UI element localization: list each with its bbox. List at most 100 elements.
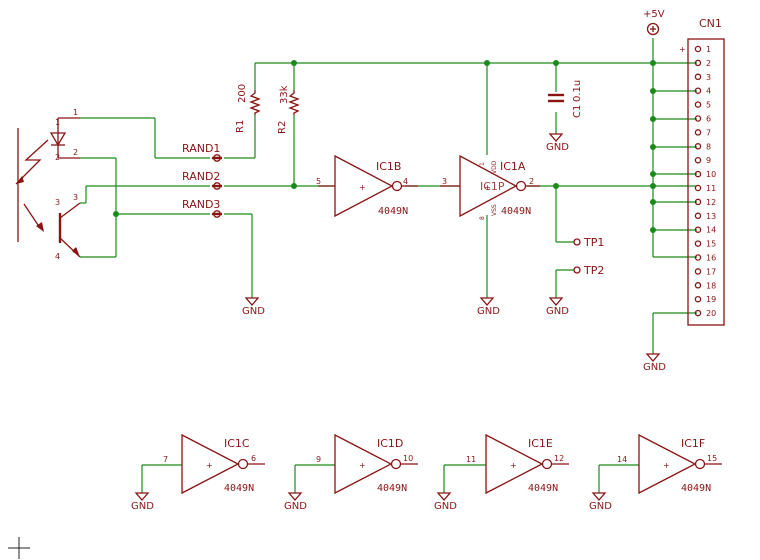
- gate-ic1b: + IC1B 4049N 5 4: [316, 154, 418, 218]
- pad-rand2: RAND2: [182, 170, 222, 190]
- svg-text:GND: GND: [434, 501, 457, 512]
- connector-pin-label: 14: [706, 226, 716, 235]
- optocoupler: 1 2 3 4 1 2 3 4: [15, 108, 81, 261]
- origin-marker: [8, 537, 30, 559]
- connector-pin-label: 7: [706, 128, 711, 137]
- gate-ic1c: + IC1C 4049N 7 6: [163, 433, 265, 495]
- resistor-r2: R2 33k: [277, 85, 300, 134]
- connector-pin-label: 2: [706, 59, 711, 68]
- svg-text:+: +: [359, 461, 366, 470]
- connector-pin-13: 13: [694, 212, 716, 221]
- svg-text:+: +: [510, 461, 517, 470]
- svg-text:+: +: [206, 461, 213, 470]
- svg-text:GND: GND: [131, 501, 154, 512]
- resistor-r1: R1 200: [235, 84, 261, 133]
- svg-text:+: +: [663, 461, 670, 470]
- connector-pin-10: 10: [694, 170, 716, 179]
- svg-text:4049N: 4049N: [528, 483, 558, 494]
- svg-text:TP1: TP1: [583, 236, 604, 249]
- svg-text:IC1B: IC1B: [376, 160, 401, 173]
- svg-text:RAND3: RAND3: [182, 198, 220, 211]
- svg-text:1: 1: [479, 162, 486, 166]
- connector-pin-20: 20: [694, 309, 716, 318]
- svg-text:IC1D: IC1D: [377, 437, 403, 450]
- svg-text:8: 8: [479, 216, 486, 220]
- connector-pin-label: 18: [706, 281, 716, 290]
- capacitor-c1: C1 0.1u: [548, 80, 583, 118]
- svg-text:4049N: 4049N: [224, 483, 254, 494]
- svg-text:VDD: VDD: [491, 160, 498, 174]
- svg-text:7: 7: [163, 455, 168, 464]
- svg-text:GND: GND: [589, 501, 612, 512]
- connector-pin-label: 17: [706, 267, 716, 276]
- c1-name: C1: [572, 105, 583, 118]
- svg-text:4: 4: [55, 252, 60, 261]
- connector-pin-19: 19: [694, 295, 716, 304]
- connector-pin-9: 9: [694, 156, 711, 165]
- svg-text:6: 6: [251, 454, 256, 463]
- connector-pin-label: 9: [706, 156, 711, 165]
- svg-text:VSS: VSS: [491, 204, 498, 216]
- testpoints: TP1 TP2: [573, 236, 604, 277]
- svg-text:4049N: 4049N: [378, 206, 408, 217]
- svg-text:IC1E: IC1E: [528, 437, 553, 450]
- svg-text:9: 9: [316, 455, 321, 464]
- svg-text:3: 3: [73, 193, 78, 202]
- pad-rand3: RAND3: [182, 198, 222, 218]
- svg-text:TP2: TP2: [583, 264, 604, 277]
- gnd-ic1c: GND: [131, 492, 154, 512]
- connector-pin-8: 8: [694, 142, 711, 151]
- r2-value: 33k: [279, 85, 290, 104]
- connector-name: CN1: [699, 17, 722, 30]
- gate-ic1e: + IC1E 4049N 11 12: [466, 433, 569, 495]
- connector-pin-label: 5: [706, 101, 711, 110]
- connector-pin-5: 5: [694, 101, 711, 110]
- svg-text:GND: GND: [477, 306, 500, 317]
- r1-name: R1: [235, 120, 246, 133]
- connector-pin-7: 7: [694, 128, 711, 137]
- svg-text:3: 3: [442, 177, 447, 186]
- svg-text:+: +: [359, 183, 366, 192]
- svg-text:GND: GND: [242, 306, 265, 317]
- svg-text:15: 15: [707, 454, 717, 463]
- connector-pin-label: 11: [706, 184, 716, 193]
- svg-text:IC1A: IC1A: [500, 160, 526, 173]
- junctions: [113, 60, 656, 233]
- svg-text:IC1P: IC1P: [480, 180, 505, 193]
- connector-pin-14: 14: [694, 226, 716, 235]
- connector-pin-label: 19: [706, 295, 716, 304]
- svg-text:RAND1: RAND1: [182, 142, 220, 155]
- svg-text:4049N: 4049N: [501, 206, 531, 217]
- gnd-c1: GND: [546, 133, 569, 153]
- connector-pin-label: 4: [706, 87, 711, 96]
- svg-text:GND: GND: [546, 306, 569, 317]
- svg-text:3: 3: [55, 198, 60, 207]
- connector-pin-label: 8: [706, 142, 711, 151]
- connector-pin-label: 10: [706, 170, 716, 179]
- svg-text:4049N: 4049N: [377, 483, 407, 494]
- gate-ic1d: + IC1D 4049N 9 10: [316, 433, 418, 495]
- connector-pin-11: 11: [694, 184, 716, 193]
- connector-pin-15: 15: [694, 240, 716, 249]
- connector-pin-label: 13: [706, 212, 716, 221]
- gnd-tp2: GND: [546, 297, 569, 317]
- svg-text:5: 5: [316, 177, 321, 186]
- testpoint-tp1: TP1: [573, 236, 604, 249]
- svg-text:4: 4: [403, 177, 408, 186]
- gnd-cn1: GND: [643, 353, 666, 373]
- gnd-ic1e: GND: [434, 492, 457, 512]
- svg-text:GND: GND: [284, 501, 307, 512]
- svg-text:4049N: 4049N: [681, 483, 711, 494]
- connector-pin-label: 20: [706, 309, 716, 318]
- connector-pin-3: 3: [694, 73, 711, 82]
- c1-value: 0.1u: [572, 80, 583, 102]
- gnd-ic1d: GND: [284, 492, 307, 512]
- svg-text:2: 2: [529, 177, 534, 186]
- connector-pin-12: 12: [694, 198, 716, 207]
- svg-text:2: 2: [73, 148, 78, 157]
- pad-rand1: RAND1: [182, 142, 222, 162]
- ground-symbols: GND GND GND GND GND GND GND GND GND: [131, 133, 666, 512]
- connector-pin-2: 2: [694, 59, 711, 68]
